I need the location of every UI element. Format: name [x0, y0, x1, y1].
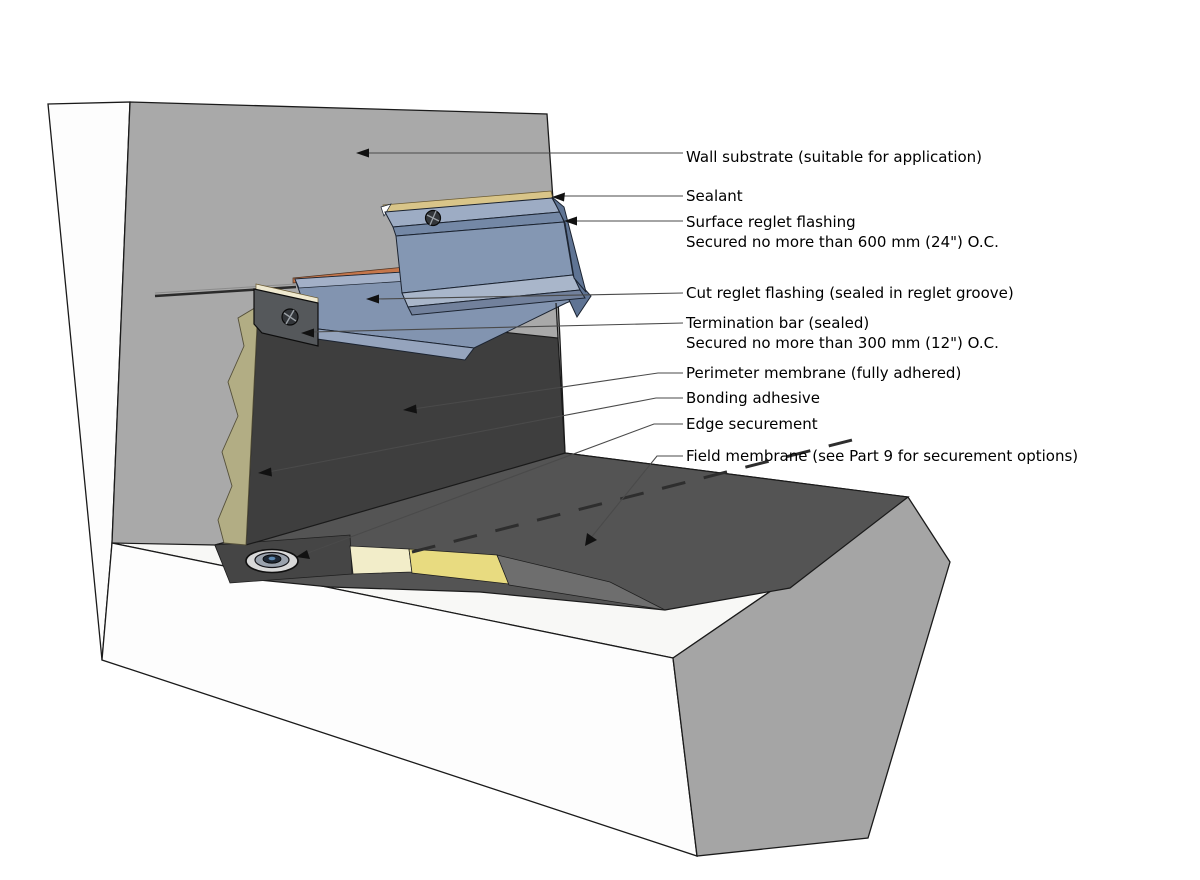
surface-reglet-flashing: [380, 190, 587, 316]
arrowhead-wall-substrate: [356, 148, 369, 158]
wall-right-edge: [555, 302, 559, 339]
seam-plate-screw-center: [268, 556, 276, 561]
surface-flashing-left-fold: [380, 203, 392, 217]
arrowhead-cut-reglet: [366, 294, 379, 304]
membrane-seam-dashed-line: [411, 436, 861, 554]
cream-adhesive-patch: [349, 545, 413, 575]
surface-flashing-end-cap: [551, 196, 587, 293]
leader-lines: [267, 152, 684, 555]
arrowhead-termination-bar: [301, 328, 314, 338]
arrowhead-bonding-adhesive: [258, 467, 272, 477]
screw-cross-mark: [285, 309, 295, 325]
bonding-adhesive-strip: [217, 305, 259, 546]
leader-edge-securement: [304, 423, 683, 555]
arrowhead-perimeter-membrane: [403, 404, 417, 414]
arrowhead-surface-reglet: [564, 216, 577, 226]
leader-field-membrane: [589, 455, 683, 540]
reglet-groove-highlight: [154, 283, 297, 294]
leader-cut-reglet: [375, 292, 684, 300]
leader-arrowheads: [258, 148, 597, 559]
arrowhead-sealant: [552, 192, 565, 202]
seam-plate-fastener: [245, 548, 299, 574]
termination-bar-assembly: [253, 283, 319, 347]
arrowhead-edge-securement: [296, 550, 310, 559]
leader-perimeter-membrane: [412, 372, 683, 410]
leader-termination-bar: [310, 322, 684, 333]
leader-bonding-adhesive: [267, 397, 683, 473]
corner-gray-patch: [496, 554, 666, 611]
arrowhead-field-membrane: [585, 533, 597, 546]
screw-cross-mark: [429, 210, 437, 226]
